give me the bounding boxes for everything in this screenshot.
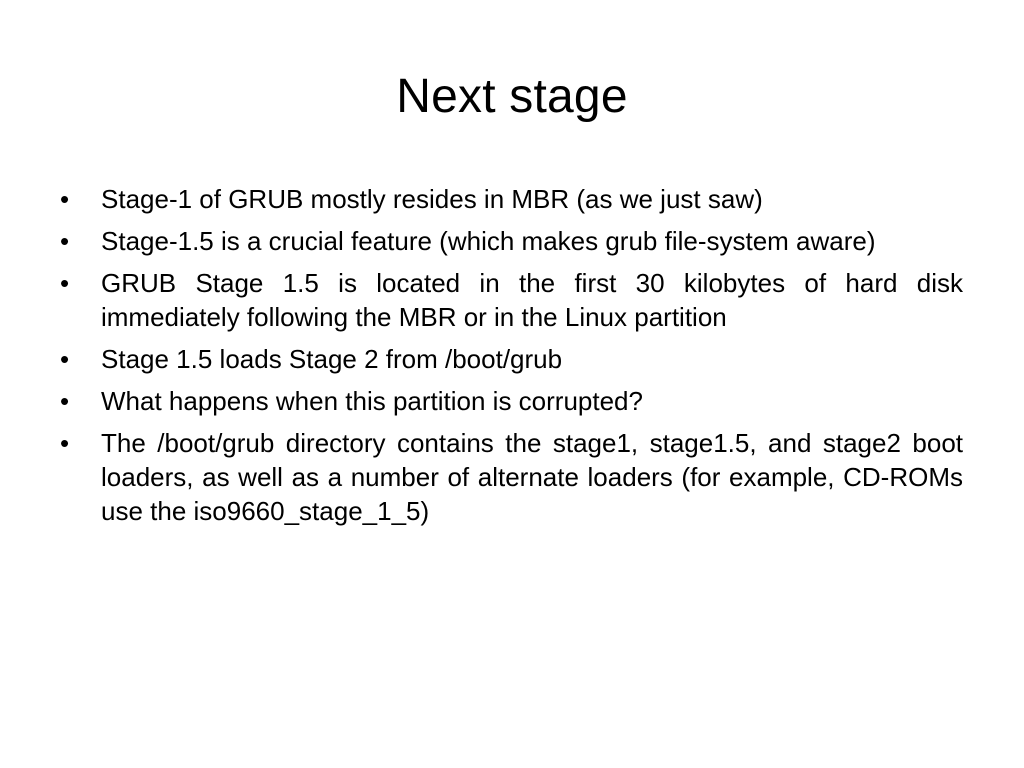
bullet-icon: • — [60, 184, 70, 214]
slide-title: Next stage — [396, 70, 628, 123]
bullet-text: Stage 1.5 loads Stage 2 from /boot/grub — [101, 344, 563, 374]
bullet-text: The /boot/grub directory contains the st… — [101, 428, 963, 526]
bullet-text: Stage-1.5 is a crucial feature (which ma… — [101, 226, 876, 256]
bullet-text: GRUB Stage 1.5 is located in the first 3… — [101, 268, 963, 332]
bullet-icon: • — [60, 226, 70, 256]
bullet-item: • Stage 1.5 loads Stage 2 from /boot/gru… — [60, 342, 963, 376]
bullet-item: • GRUB Stage 1.5 is located in the first… — [60, 266, 963, 334]
bullet-icon: • — [60, 386, 70, 416]
bullet-icon: • — [60, 344, 70, 374]
bullet-icon: • — [60, 428, 70, 458]
bullet-list: • Stage-1 of GRUB mostly resides in MBR … — [60, 182, 963, 536]
bullet-text: Stage-1 of GRUB mostly resides in MBR (a… — [101, 184, 763, 214]
bullet-icon: • — [60, 268, 70, 298]
bullet-item: • Stage-1.5 is a crucial feature (which … — [60, 224, 963, 258]
bullet-text: What happens when this partition is corr… — [101, 386, 643, 416]
bullet-item: • The /boot/grub directory contains the … — [60, 426, 963, 528]
bullet-item: • What happens when this partition is co… — [60, 384, 963, 418]
bullet-item: • Stage-1 of GRUB mostly resides in MBR … — [60, 182, 963, 216]
